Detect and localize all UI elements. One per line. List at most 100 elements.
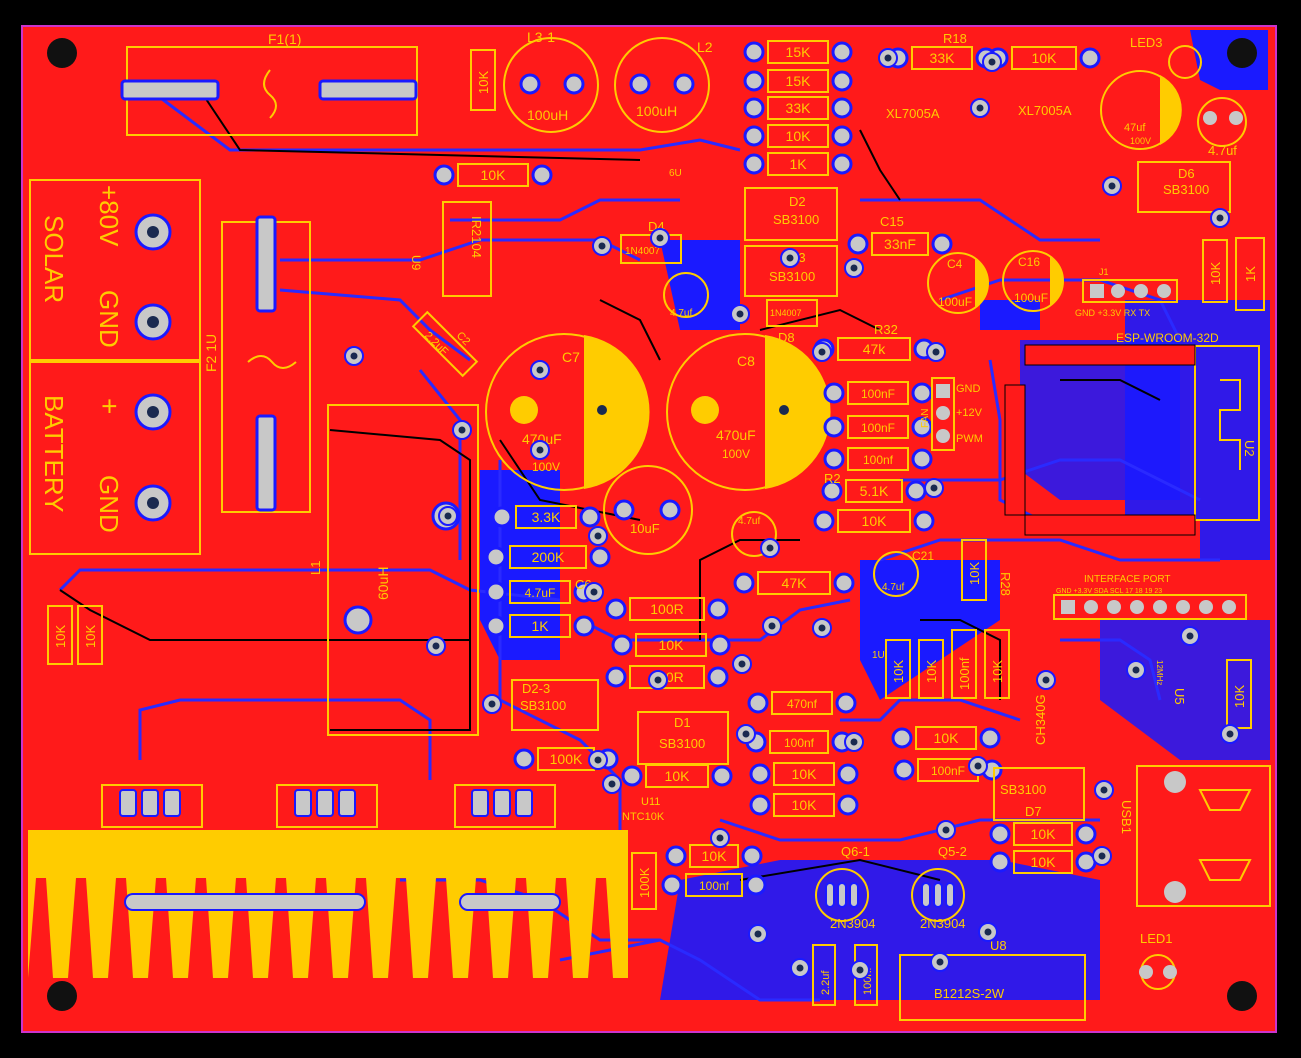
resistor-pad (905, 480, 927, 502)
c8-value: 470uF (716, 427, 756, 443)
u8-value: B1212S-2W (934, 986, 1005, 1001)
via-hole (590, 588, 598, 596)
led1-ref: LED1 (1140, 931, 1173, 946)
interface-port-label: INTERFACE PORT (1084, 574, 1171, 585)
resistor-pad (979, 727, 1001, 749)
u2-ref: U2 (1242, 440, 1257, 457)
resistor-body (767, 96, 829, 120)
resistor-pad (823, 382, 845, 404)
via-hole (976, 104, 984, 112)
resistor-pad (989, 823, 1011, 845)
resistor-body (845, 479, 903, 503)
d3-value: SB3100 (769, 269, 815, 284)
resistor-pad (485, 581, 507, 603)
fan-12v: +12V (956, 407, 983, 419)
resistor-body (837, 337, 911, 361)
resistor-body (847, 447, 909, 471)
resistor-label: 100R (650, 601, 683, 617)
resistor-body (847, 415, 909, 439)
resistor-label: 5.1K (860, 483, 889, 499)
c4-ref: C4 (947, 257, 963, 271)
resistor-label: 10K (665, 768, 691, 784)
q6-value: 2N3904 (830, 916, 876, 931)
transistors (815, 868, 965, 922)
fuse-f2-label: F2 1U (203, 334, 219, 372)
resistor-body (509, 580, 571, 604)
mounting-holes (47, 38, 1257, 1011)
ntc-label: NTC10K (622, 811, 665, 823)
reference-labels: R18 R32 R2 C15 C6 XL7005A XL7005A U11 NT… (575, 31, 1257, 1001)
resistor-pad (485, 615, 507, 637)
resistor-label: 10K (1031, 826, 1057, 842)
capacitor-4-7uf-b: 4.7uf (731, 511, 777, 557)
resistor-label: 47k (863, 341, 887, 357)
resistor-pad (1075, 823, 1097, 845)
d2-ref: D2 (789, 194, 806, 209)
resistor-pad (513, 748, 535, 770)
cap-top-right-value: 4.7uf (1208, 143, 1237, 158)
via-hole (716, 834, 724, 842)
vertical-resistors (47, 49, 1265, 1006)
via-hole (988, 58, 996, 66)
l3-value: 100uH (527, 107, 568, 123)
resistor-body (767, 40, 829, 64)
d6-value: SB3100 (1163, 182, 1209, 197)
resistor-pad (747, 692, 769, 714)
d23-ref: D2-3 (522, 681, 550, 696)
fuse-f1: F1(1) (120, 31, 418, 136)
resistor-label: 47K (782, 575, 808, 591)
r32-ref: R32 (874, 322, 898, 337)
resistor-body (915, 726, 977, 750)
battery-plus-label: + (94, 398, 125, 414)
l2-value: 100uH (636, 103, 677, 119)
resistor-body (767, 152, 829, 176)
u8-outline (899, 954, 1086, 1021)
via-hole (742, 730, 750, 738)
usb-connector (1136, 765, 1271, 907)
via-hole (1226, 730, 1234, 738)
r28-ref: R28 (998, 572, 1013, 596)
resistor-label: 1K (789, 156, 807, 172)
capacitor-4-7uf-a: 4.7uf (663, 272, 709, 319)
mosfet-pads (119, 789, 533, 817)
header-interface (1053, 594, 1247, 620)
header-fan (931, 377, 955, 451)
vertical-labels: 10K 10K 10K 10K R28 10K 10K 100nf 10K 10… (53, 71, 1258, 995)
leds (1139, 45, 1202, 990)
q5-ref: Q5-2 (938, 844, 967, 859)
via-hole (856, 966, 864, 974)
resistor-pad (743, 41, 765, 63)
c7-ref: C7 (562, 349, 580, 365)
j1-pins: GND +3.3V RX TX (1075, 308, 1150, 318)
solar-label: SOLAR (39, 215, 69, 303)
fuse-f2: F2 1U (203, 215, 311, 513)
resistor-pad (989, 851, 1011, 873)
resistor-body (629, 597, 705, 621)
resistor-pad (847, 233, 869, 255)
resistor-body (757, 571, 831, 595)
resistor-pad (831, 125, 853, 147)
resistor-label: 100nf (699, 879, 730, 893)
resistor-pad (749, 794, 771, 816)
cap47b-value: 4.7uf (738, 516, 760, 527)
l1-value: 60uH (375, 567, 391, 600)
r-left1-value: 10K (53, 625, 68, 648)
resistor-pad (911, 382, 933, 404)
diode-boxes (511, 161, 1231, 821)
l1-ref: L1 (308, 561, 323, 575)
c10-value: 10uF (630, 521, 660, 536)
via-hole (786, 254, 794, 262)
resistor-pad (823, 416, 845, 438)
resistor-pad (743, 97, 765, 119)
resistor-label: 33K (930, 50, 956, 66)
resistor-array: 10K15K15K33K10K1K10K33K33nF47k100nF100nF… (433, 40, 1101, 897)
solar-gnd-label: GND (94, 290, 124, 348)
via-hole (942, 826, 950, 834)
resistor-label: 100nf (863, 453, 894, 467)
d6-ref: D6 (1178, 166, 1195, 181)
resistor-body (509, 545, 587, 569)
via-hole (1042, 676, 1050, 684)
d1-ref: D1 (674, 715, 691, 730)
via-hole (850, 264, 858, 272)
